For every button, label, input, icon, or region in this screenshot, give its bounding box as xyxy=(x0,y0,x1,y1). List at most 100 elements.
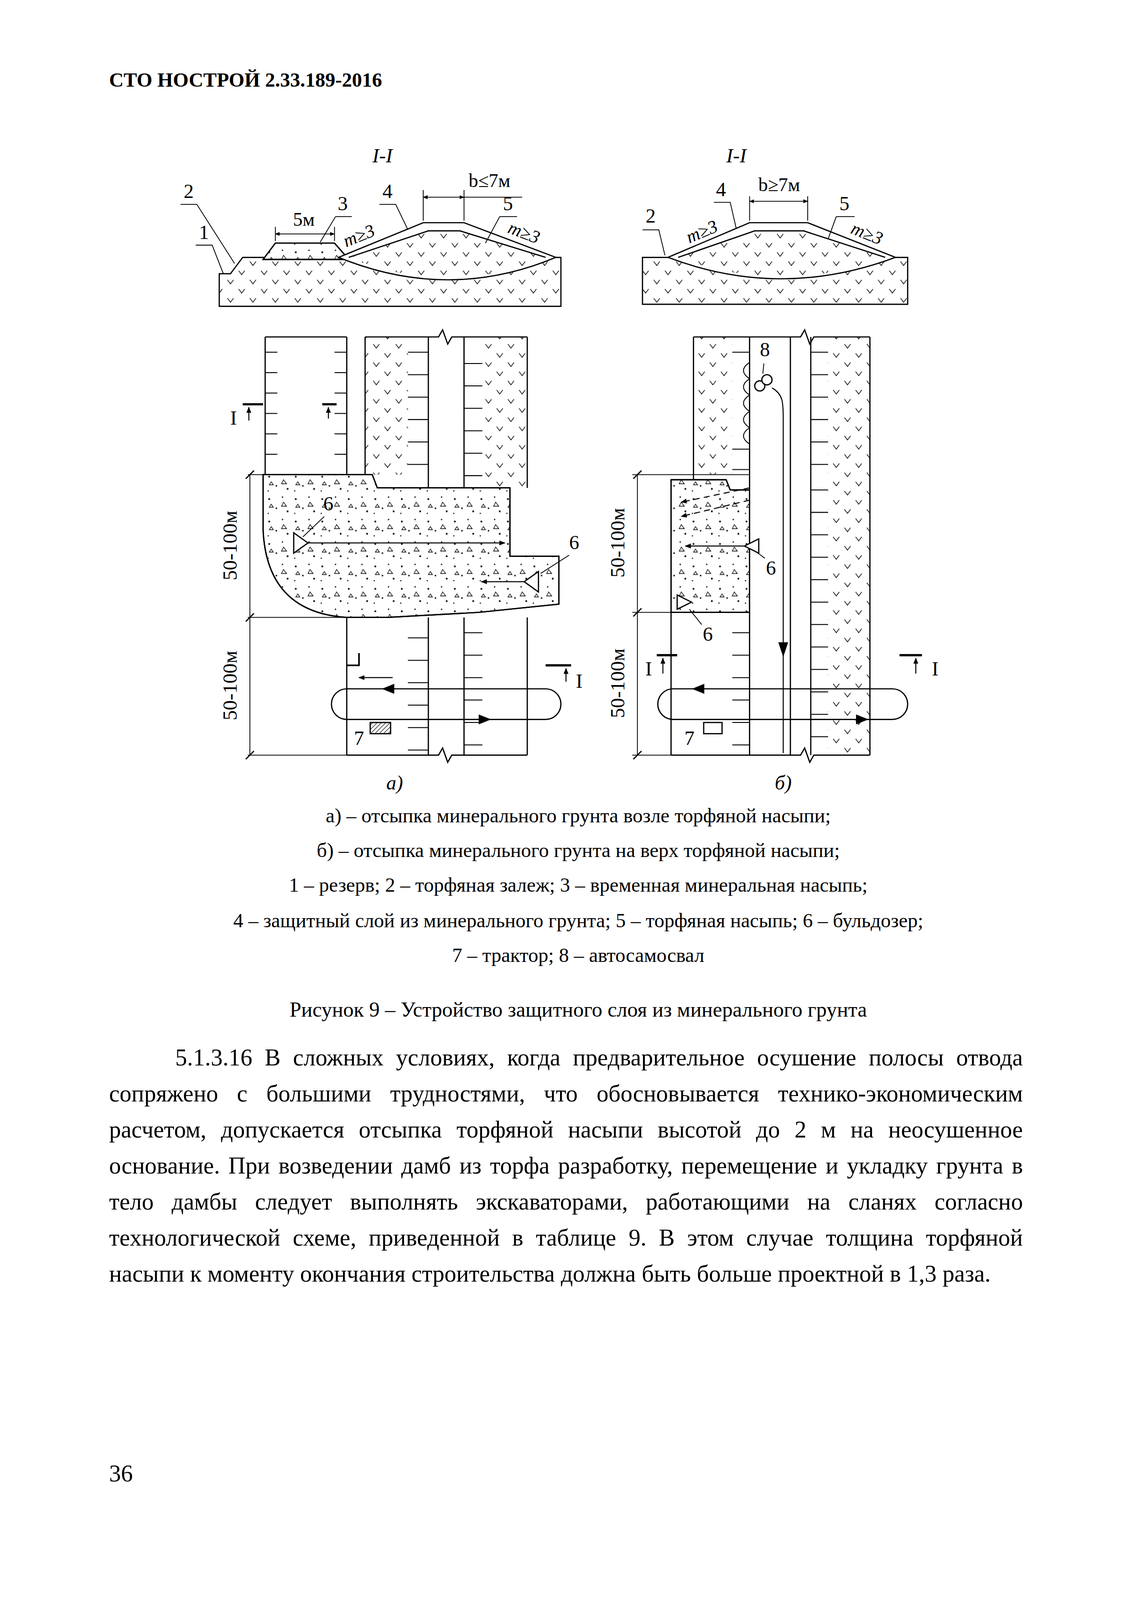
plan-b-line xyxy=(670,479,750,613)
plan-b-line xyxy=(689,609,702,625)
dimension-label: 5м xyxy=(293,208,316,230)
callout-number: 6 xyxy=(702,623,713,646)
plan-b-line xyxy=(761,374,772,385)
callout-number: 6 xyxy=(766,556,777,579)
body-paragraph: 5.1.3.16 В сложных условиях, когда предв… xyxy=(108,1039,1023,1292)
plan-a-line xyxy=(523,571,539,592)
cross-section-b-line xyxy=(749,200,808,202)
dimension-label: 50-100м xyxy=(219,510,242,581)
section-mark: I-I xyxy=(726,145,747,167)
plan-a-line xyxy=(346,653,359,666)
plan-a xyxy=(242,329,571,763)
plan-a-line xyxy=(482,337,528,488)
callout-number: 8 xyxy=(759,338,770,361)
callout-number: 4 xyxy=(715,178,727,201)
plan-b-line xyxy=(899,653,922,657)
callout-number: 5 xyxy=(503,192,514,215)
plan-b-line xyxy=(670,337,870,756)
plan-a-line xyxy=(331,688,561,720)
plan-a-line xyxy=(264,329,528,344)
cross-section-b-line xyxy=(749,196,808,221)
plan-b-line xyxy=(762,363,764,374)
legend-line: а) – отсыпка минерального грунта возле т… xyxy=(325,804,831,827)
plan-b-line xyxy=(810,352,829,737)
plan-a-line xyxy=(545,664,571,667)
cross-section-a-line xyxy=(180,204,235,264)
cross-section-b-line xyxy=(642,229,665,256)
callout-number: 6 xyxy=(569,531,580,554)
cross-section-a-line xyxy=(263,243,349,260)
plan-a-line xyxy=(307,542,505,544)
plan-a-line xyxy=(565,668,567,682)
plan-a-line xyxy=(245,470,255,760)
callout-number: 1 xyxy=(198,221,209,244)
plan-b-line xyxy=(756,552,765,559)
legend-line: 1 – резерв; 2 – торфяная залеж; 3 – врем… xyxy=(289,874,868,897)
cross-section-a-line xyxy=(195,244,224,274)
plan-b-line xyxy=(632,474,750,756)
page-number: 36 xyxy=(108,1460,133,1487)
plan-b-line xyxy=(681,500,750,517)
plan-b-line xyxy=(693,337,733,475)
plan-b-line xyxy=(670,479,750,613)
plan-a-line xyxy=(383,684,394,693)
plan-a-line xyxy=(370,722,391,734)
plan-b-line xyxy=(743,362,750,445)
callout-number: 6 xyxy=(323,492,334,515)
callout-number: 2 xyxy=(183,180,194,203)
section-mark: I xyxy=(575,670,583,693)
dimension-label: 50-100м xyxy=(607,507,629,578)
plan-b-line xyxy=(744,539,759,554)
dimension-label: 50-100м xyxy=(607,648,629,719)
plan-a-line xyxy=(247,474,347,756)
plan-b-line xyxy=(657,688,908,720)
cross-section-a-line xyxy=(379,204,409,230)
legend-line: 7 – трактор; 8 – автосамосвал xyxy=(451,944,705,967)
dimension-label: b≥7м xyxy=(758,174,801,196)
subfigure-label: а) xyxy=(386,772,404,794)
plan-b-line xyxy=(656,653,678,657)
plan-a-line xyxy=(242,403,264,406)
plan-b-line xyxy=(662,658,664,674)
cross-section-a-line xyxy=(263,243,349,260)
plan-b xyxy=(632,329,922,763)
plan-a-line xyxy=(479,715,490,724)
plan-a-line xyxy=(263,474,560,618)
plan-b-line xyxy=(693,684,704,693)
section-mark: I xyxy=(645,658,653,680)
figure-caption: Рисунок 9 – Устройство защитного слоя из… xyxy=(289,998,867,1022)
callout-number: 7 xyxy=(684,727,695,750)
callout-number: 7 xyxy=(353,727,364,750)
subfigure-label: б) xyxy=(774,772,792,794)
plan-b-line xyxy=(670,747,870,763)
plan-a-line xyxy=(481,581,525,582)
plan-b-line xyxy=(633,470,642,760)
plan-a-line xyxy=(263,474,560,618)
cross-section-a-line xyxy=(423,190,464,221)
plan-b-line xyxy=(856,715,867,724)
plan-a-line xyxy=(264,352,347,455)
plan-a-line xyxy=(407,632,483,750)
running-header: СТО НОСТРОЙ 2.33.189-2016 xyxy=(108,69,383,92)
plan-b-line xyxy=(685,545,745,547)
dimension-label: 50-100м xyxy=(219,650,242,721)
plan-a-line xyxy=(346,747,528,763)
cross-section-a xyxy=(180,190,561,307)
legend-line: б) – отсыпка минерального грунта на верх… xyxy=(316,839,841,862)
callout-number: 5 xyxy=(839,192,850,215)
cross-section-b xyxy=(642,196,908,305)
cross-section-a-line xyxy=(463,196,522,198)
plan-a-line xyxy=(293,532,308,554)
plan-a-line xyxy=(407,352,483,476)
plan-a-line xyxy=(346,617,528,756)
section-mark: I xyxy=(931,658,939,680)
plan-b-line xyxy=(681,487,750,503)
plan-a-line xyxy=(540,555,570,574)
plan-a-line xyxy=(365,337,409,475)
plan-b-line xyxy=(693,329,871,344)
plan-b-line xyxy=(915,658,917,674)
dimension-label: b≤7м xyxy=(468,170,511,192)
plan-a-line xyxy=(322,403,337,406)
